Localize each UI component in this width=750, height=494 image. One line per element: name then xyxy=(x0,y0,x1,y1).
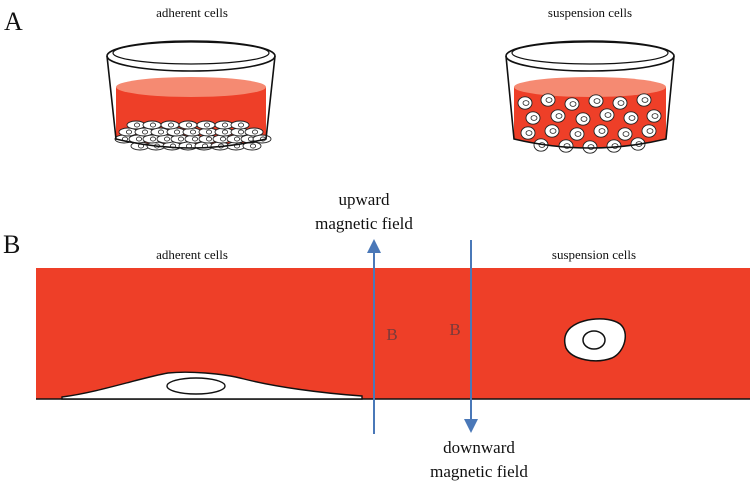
adherent-dish-cell-nucleus xyxy=(157,129,164,135)
adherent-dish-cell-nucleus xyxy=(177,136,184,142)
suspension-cells-dish: suspension cells xyxy=(505,5,675,154)
suspension-dish-cell-nucleus xyxy=(622,131,630,137)
upward-field-symbol: B xyxy=(386,325,397,344)
panel-a-letter: A xyxy=(4,7,23,36)
downward-field-label-line2: magnetic field xyxy=(430,462,528,481)
suspension-dish-cell-nucleus xyxy=(549,128,557,134)
suspension-dish-cell-nucleus xyxy=(598,128,606,134)
adherent-dish-cell-nucleus xyxy=(203,122,210,128)
adherent-dish-cell-nucleus xyxy=(189,129,196,135)
suspension-dish-cell-nucleus xyxy=(641,97,649,103)
suspension-dish-cell-nucleus xyxy=(530,115,538,121)
upward-field-label-line1: upward xyxy=(339,190,390,209)
adherent-dish-cell-nucleus xyxy=(219,136,226,142)
adherent-dish-cell-nucleus xyxy=(249,143,256,149)
panel-b-letter: B xyxy=(3,230,20,259)
adherent-dish-cell-nucleus xyxy=(205,136,212,142)
suspension-dish-cell-nucleus xyxy=(569,101,577,107)
downward-field-label-line1: downward xyxy=(443,438,515,457)
adherent-dish-medium-surface xyxy=(116,77,266,97)
suspension-cell-nucleus xyxy=(582,330,606,350)
suspension-dish-cell-layer xyxy=(517,93,662,154)
suspension-dish-cell-nucleus xyxy=(646,128,654,134)
suspension-dish-cell-nucleus xyxy=(651,113,659,119)
adherent-dish-cell-nucleus xyxy=(205,129,212,135)
suspension-dish-cell-nucleus xyxy=(580,116,588,122)
downward-magnetic-field: B downward magnetic field xyxy=(430,240,528,481)
suspension-dish-label: suspension cells xyxy=(548,5,632,20)
suspension-cells-label: suspension cells xyxy=(552,247,636,262)
adherent-dish-cell-nucleus xyxy=(221,129,228,135)
adherent-cells-label: adherent cells xyxy=(156,247,228,262)
adherent-dish-rim xyxy=(106,40,276,72)
adherent-dish-cell-nucleus xyxy=(185,122,192,128)
suspension-dish-wall xyxy=(505,55,675,149)
adherent-dish-cell-nucleus xyxy=(141,129,148,135)
adherent-dish-cell-nucleus xyxy=(133,122,140,128)
suspension-dish-cell-nucleus xyxy=(525,130,533,136)
upward-magnetic-field: upward magnetic field B xyxy=(315,190,413,434)
adherent-dish-cell-nucleus xyxy=(163,136,170,142)
adherent-cell xyxy=(61,371,363,400)
suspension-dish-cell-nucleus xyxy=(545,97,553,103)
suspension-dish-rim xyxy=(505,40,675,72)
adherent-dish-cell-layer xyxy=(114,120,272,151)
adherent-dish-cell-nucleus xyxy=(237,129,244,135)
adherent-cell-nucleus xyxy=(166,377,226,395)
adherent-dish-rim-inner xyxy=(112,41,270,65)
adherent-dish-cell-nucleus xyxy=(233,136,240,142)
adherent-dish-wall xyxy=(106,55,276,149)
suspension-dish-cell-nucleus xyxy=(593,98,601,104)
adherent-dish-cell-nucleus xyxy=(149,136,156,142)
adherent-dish-cell-nucleus xyxy=(126,129,133,135)
adherent-dish-cell-nucleus xyxy=(237,122,244,128)
suspension-dish-rim-inner xyxy=(511,41,669,65)
adherent-dish-cell-nucleus xyxy=(135,136,142,142)
downward-field-symbol: B xyxy=(449,320,460,339)
suspension-dish-cell-nucleus xyxy=(617,100,625,106)
adherent-dish-cell-nucleus xyxy=(173,129,180,135)
suspension-dish-cell-nucleus xyxy=(574,131,582,137)
adherent-dish-cell-nucleus xyxy=(221,122,228,128)
adherent-dish-cell-nucleus xyxy=(251,129,258,135)
adherent-dish-label: adherent cells xyxy=(156,5,228,20)
suspension-dish-cell-nucleus xyxy=(522,100,530,106)
suspension-cell xyxy=(563,318,627,362)
suspension-dish-cell-nucleus xyxy=(555,113,563,119)
suspension-dish-cell-nucleus xyxy=(604,112,612,118)
upward-field-label-line2: magnetic field xyxy=(315,214,413,233)
adherent-dish-cell-nucleus xyxy=(191,136,198,142)
adherent-dish-cell-nucleus xyxy=(149,122,156,128)
suspension-dish-cell-nucleus xyxy=(628,115,636,121)
adherent-cells-dish: adherent cells xyxy=(106,5,276,151)
suspension-dish-medium-surface xyxy=(514,77,666,97)
adherent-dish-cell-nucleus xyxy=(167,122,174,128)
